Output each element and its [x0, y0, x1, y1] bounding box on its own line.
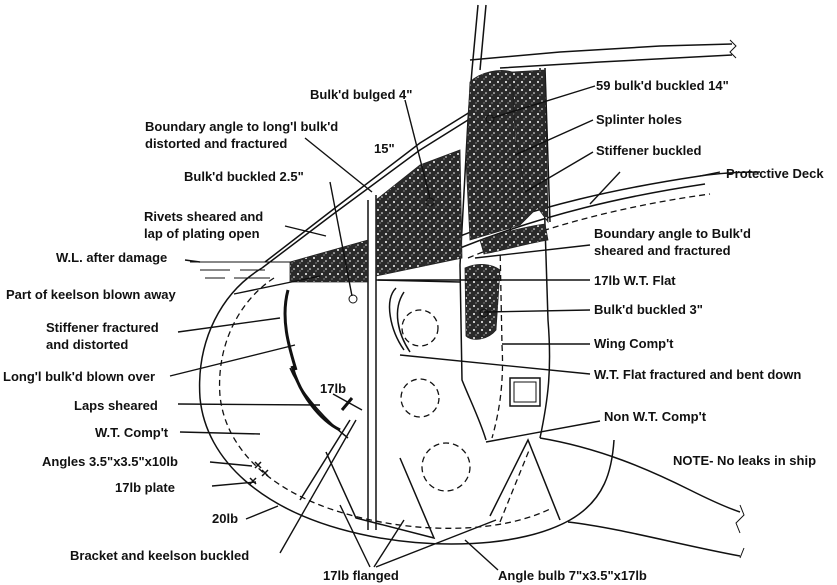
- bottom-shell-right: [539, 437, 741, 513]
- label-boundary-angle-1-line1: Boundary angle to long'l bulk'd: [145, 119, 338, 134]
- label-stiffener-buckled: Stiffener buckled: [596, 143, 702, 158]
- label-bulkhead-buckled-2-5: Bulk'd buckled 2.5": [184, 169, 304, 184]
- bent-flat-2: [396, 291, 411, 353]
- upper-deck: [469, 43, 733, 61]
- label-protective-deck: Protective Deck: [726, 166, 824, 181]
- label-17lb-flanged: 17lb flanged: [323, 568, 399, 583]
- side-shell-inner: [264, 111, 471, 263]
- wing-outer-wall: [539, 224, 551, 439]
- label-17lb: 17lb: [320, 381, 346, 396]
- label-boundary-angle-2-line1: Boundary angle to Bulk'd: [594, 226, 751, 241]
- label-bulkhead-bulged: Bulk'd bulged 4": [310, 87, 412, 102]
- bent-flat: [388, 287, 405, 351]
- label-non-wt-compartment: Non W.T. Comp't: [604, 409, 707, 424]
- label-rivets-sheared-line2: lap of plating open: [144, 226, 260, 241]
- label-17lb-plate: 17lb plate: [115, 480, 175, 495]
- small-plate-17lb: [340, 397, 354, 411]
- blown-bulkhead: [283, 289, 341, 432]
- waterline-marks: [190, 261, 292, 279]
- label-wt-compartment: W.T. Comp't: [95, 425, 169, 440]
- label-wt-flat-fractured: W.T. Flat fractured and bent down: [594, 367, 801, 382]
- label-stiffener-fractured-line1: Stiffener fractured: [46, 320, 159, 335]
- wing-hatch-inner: [513, 381, 537, 403]
- label-angles: Angles 3.5"x3.5"x10lb: [42, 454, 178, 469]
- bottom-shell-right-lower: [567, 521, 741, 557]
- leader-lines: [169, 85, 721, 571]
- label-keelson-blown-away: Part of keelson blown away: [6, 287, 177, 302]
- label-bracket-keelson-buckled: Bracket and keelson buckled: [70, 548, 249, 563]
- label-20lb: 20lb: [212, 511, 238, 526]
- damage-deck-strip: [479, 223, 549, 255]
- rivet-marks: [249, 461, 269, 485]
- bracket-right-dashed: [499, 447, 531, 523]
- label-angle-bulb: Angle bulb 7"x3.5"x17lb: [498, 568, 647, 583]
- hole-middle: [400, 378, 440, 418]
- label-bulkhead-buckled-3: Bulk'd buckled 3": [594, 302, 703, 317]
- bracket-right: [489, 438, 561, 521]
- damage-waterline: [289, 239, 369, 283]
- keelson-bracket: [325, 451, 436, 540]
- label-rivets-sheared-line1: Rivets sheared and: [144, 209, 263, 224]
- damage-areas: [289, 69, 549, 340]
- label-longl-bulkhead-blown-over: Long'l bulk'd blown over: [3, 369, 155, 384]
- label-59-bulkhead-buckled: 59 bulk'd buckled 14": [596, 78, 729, 93]
- hole-lower: [421, 442, 471, 492]
- label-stiffener-fractured-line2: and distorted: [46, 337, 128, 352]
- label-wing-compartment: Wing Comp't: [594, 336, 674, 351]
- hole-upper: [401, 309, 439, 347]
- damage-center-bulkhead: [375, 149, 463, 277]
- wing-inner-wall: [459, 264, 487, 441]
- label-17lb-wt-flat: 17lb W.T. Flat: [594, 273, 676, 288]
- label-waterline-after-damage: W.L. after damage: [56, 250, 167, 265]
- inner-hull-dashed: [218, 277, 553, 529]
- keelson-diagonal: [299, 419, 351, 501]
- break-mark-top: [729, 39, 737, 59]
- wing-wall-dashed: [491, 244, 504, 439]
- label-boundary-angle-1-line2: distorted and fractured: [145, 136, 287, 151]
- label-splinter-holes: Splinter holes: [596, 112, 682, 127]
- lightening-holes: [400, 309, 471, 492]
- wing-hatch: [509, 377, 541, 407]
- laps-line: [289, 367, 349, 439]
- outer-hull-shell: [198, 267, 615, 545]
- side-shell: [261, 119, 469, 269]
- label-15-inch: 15": [374, 141, 395, 156]
- damage-wing: [464, 264, 501, 340]
- upper-deck-lower: [499, 54, 733, 69]
- labels: Bulk'd bulged 4" 59 bulk'd buckled 14" B…: [3, 78, 824, 583]
- break-mark-right: [735, 504, 745, 559]
- vertical-mast-2: [479, 4, 487, 71]
- label-laps-sheared: Laps sheared: [74, 398, 158, 413]
- label-note-no-leaks: NOTE- No leaks in ship: [673, 453, 816, 468]
- label-boundary-angle-2-line2: sheared and fractured: [594, 243, 731, 258]
